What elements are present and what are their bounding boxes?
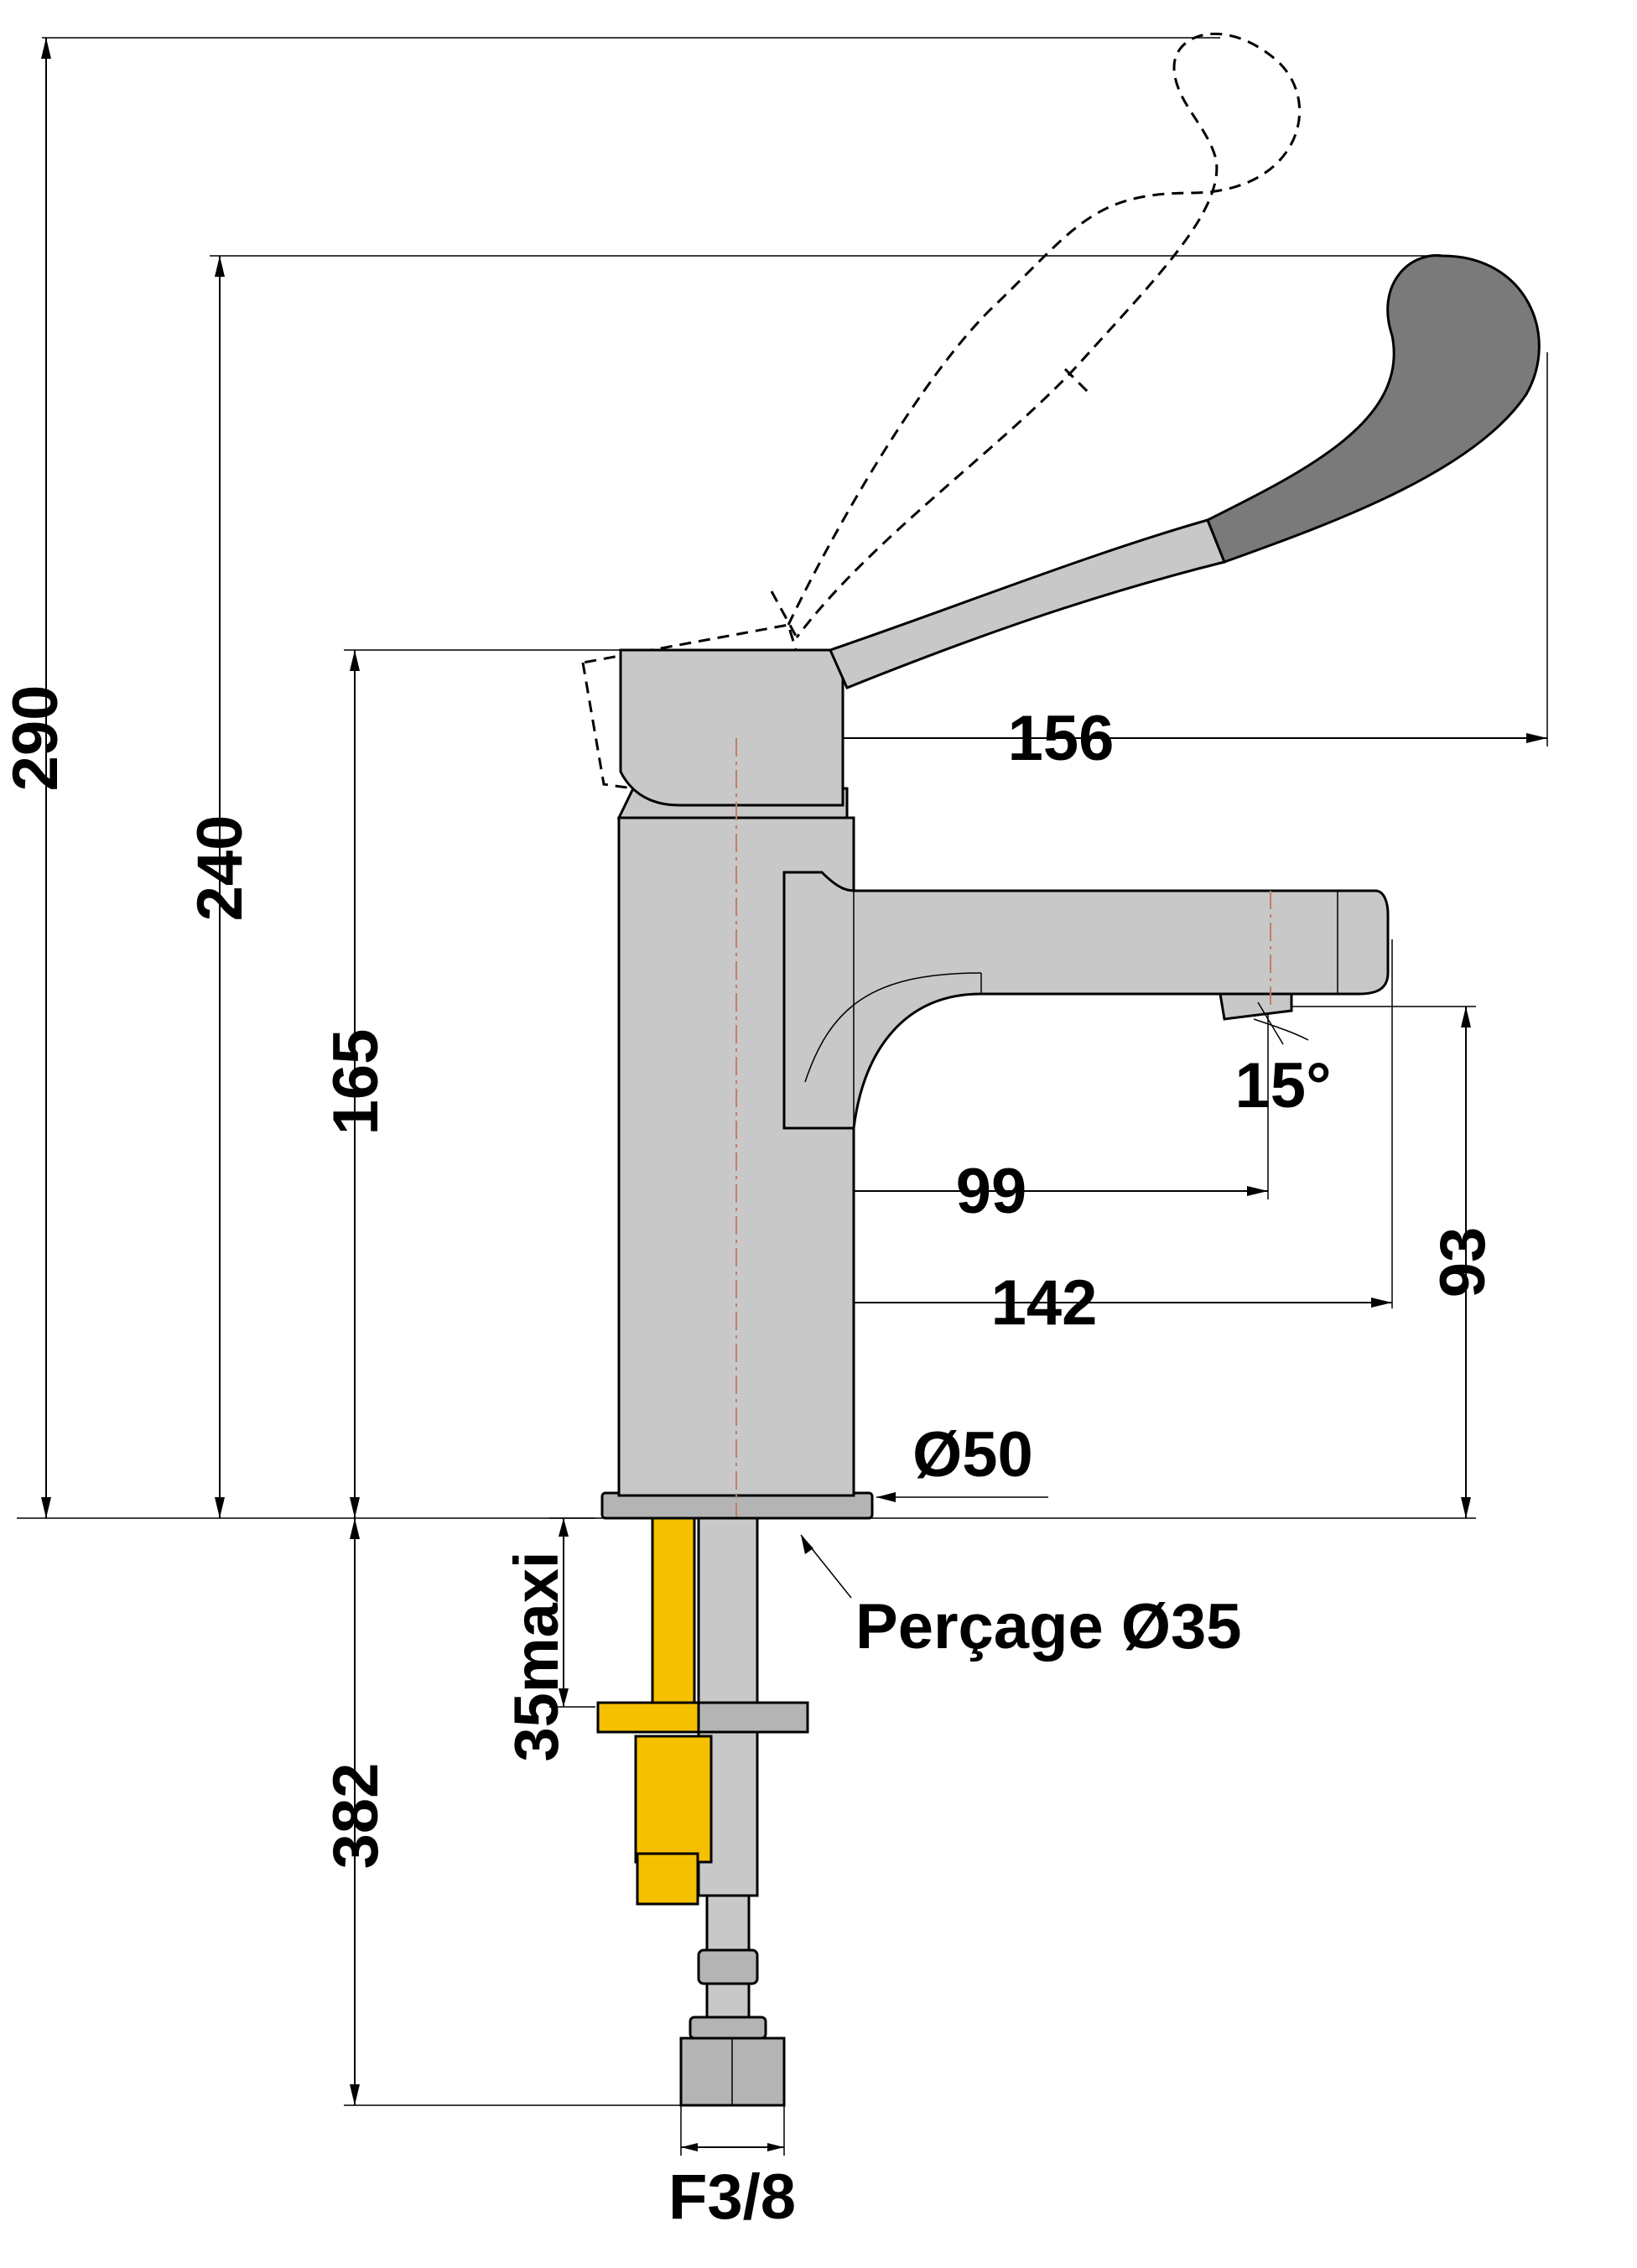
hose-length-label: 382 xyxy=(320,1763,392,1870)
outlet-height-label: 93 xyxy=(1427,1227,1499,1298)
total-height-label: 290 xyxy=(0,685,71,792)
dimension-labels: 290 240 165 382 35maxi 156 15° 99 142 93… xyxy=(0,685,1499,2233)
spout-reach-label: 142 xyxy=(991,1267,1098,1339)
spout-angle-label: 15° xyxy=(1235,1050,1332,1121)
base-diameter-label: Ø50 xyxy=(912,1419,1033,1490)
handle-reach-label: 156 xyxy=(1008,703,1115,774)
connection-label: F3/8 xyxy=(668,2161,796,2233)
drilling-label: Perçage Ø35 xyxy=(855,1591,1242,1662)
dimension-lines xyxy=(17,37,1548,2156)
raised-handle-outline xyxy=(581,32,1302,807)
max-deck-thickness-label: 35maxi xyxy=(501,1552,571,1762)
height-to-handle-label: 240 xyxy=(184,815,256,922)
under-deck-assembly xyxy=(596,1516,809,2107)
spout-outlet-reach-label: 99 xyxy=(956,1156,1027,1227)
body-height-label: 165 xyxy=(320,1029,392,1136)
